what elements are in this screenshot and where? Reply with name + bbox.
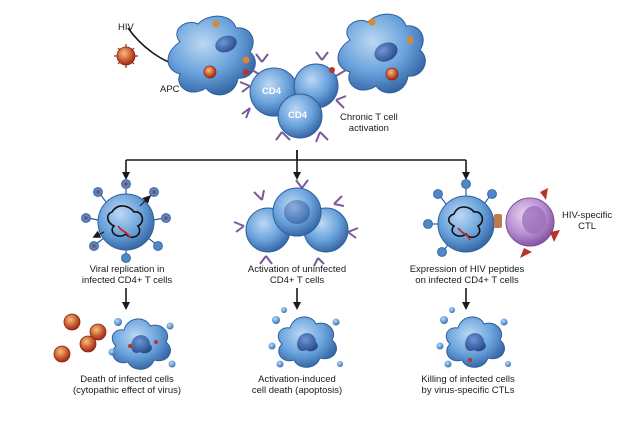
caption-line: by virus-specific CTLs: [421, 385, 515, 396]
activated-uninfected-cd4-cells: [233, 179, 359, 267]
caption-line: Killing of infected cells: [421, 374, 515, 385]
cd4-label-top: CD4: [262, 86, 282, 97]
released-virus-particles: [53, 313, 107, 363]
caption-line: Activation of uninfected: [247, 264, 347, 275]
chronic-activation-line2: activation: [348, 123, 389, 134]
hiv-virus-icon: [114, 44, 138, 68]
caption-line: Activation-induced: [258, 374, 336, 385]
branch-middle-top-caption: Activation of uninfected CD4+ T cells: [238, 264, 356, 286]
caption-line: (cytopathic effect of virus): [72, 385, 182, 396]
caption-line: CD4+ T cells: [269, 275, 325, 286]
branch-right-top-caption: Expression of HIV peptides on infected C…: [400, 264, 534, 286]
hiv-specific-ctl-label: HIV-specific CTL: [562, 210, 612, 232]
branch-right-bottom-caption: Killing of infected cells by virus-speci…: [410, 374, 526, 396]
apc-label: APC: [160, 84, 180, 95]
caption-line: Death of infected cells: [80, 374, 174, 385]
branch-left-top-caption: Viral replication in infected CD4+ T cel…: [72, 264, 182, 286]
branch-left-bottom-caption: Death of infected cells (cytopathic effe…: [60, 374, 194, 396]
hiv-specific-line2: CTL: [578, 221, 597, 232]
dying-infected-cells: [53, 313, 176, 370]
infected-cd4-cell: [81, 179, 171, 263]
cd4-label-bottom: CD4: [288, 110, 308, 121]
killed-infected-cells: [436, 307, 511, 368]
chronic-activation-line1: Chronic T cell: [340, 112, 398, 123]
hiv-specific-ctl-cell: [494, 188, 560, 258]
branch-middle-bottom-caption: Activation-induced cell death (apoptosis…: [244, 374, 350, 396]
hiv-label: HIV: [118, 22, 134, 33]
hiv-specific-line1: HIV-specific: [562, 210, 613, 221]
apoptotic-cells: [268, 307, 343, 368]
hiv-in-apc-icon: [203, 65, 217, 79]
caption-line: Expression of HIV peptides: [409, 264, 525, 275]
apc-left-cell: [167, 15, 263, 96]
chronic-activation-label: Chronic T cell activation: [340, 112, 398, 134]
caption-line: Viral replication in: [89, 264, 165, 275]
hiv-in-apc-right-icon: [385, 67, 399, 81]
caption-line: cell death (apoptosis): [251, 385, 343, 396]
caption-line: infected CD4+ T cells: [81, 275, 173, 286]
cd4-t-cell-cluster: [239, 51, 347, 143]
apc-right-cell: [335, 13, 426, 94]
caption-line: on infected CD4+ T cells: [415, 275, 519, 286]
peptide-presenting-infected-cell: [423, 179, 497, 257]
